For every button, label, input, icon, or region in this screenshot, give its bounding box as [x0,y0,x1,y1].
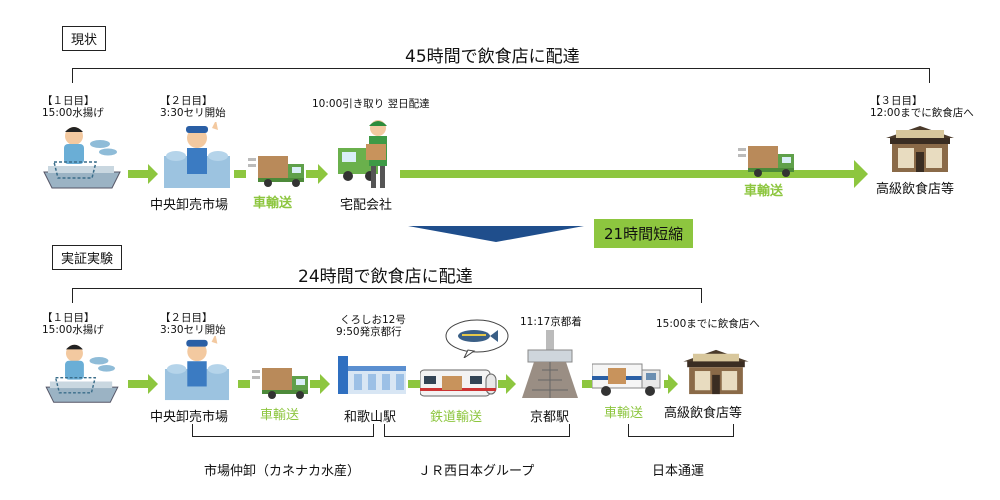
truck-icon [738,142,798,178]
current-title: 45時間で飲食店に配達 [405,47,580,67]
truck-icon [248,152,308,188]
reduction-badge: 21時間短縮 [594,219,694,248]
group-bracket-3 [628,424,734,437]
current-courier-label: 宅配会社 [340,198,393,213]
arrow-current-1 [128,170,150,178]
auctioneer-icon [162,122,232,190]
courier-icon [338,118,400,190]
arrow-trial-3-head [320,374,330,394]
current-truck1-label: 車輸送 [253,196,293,211]
reduction-arrow [408,226,584,242]
arrow-trial-3 [310,380,322,388]
station-icon [334,356,408,396]
current-tag: 現状 [62,26,107,51]
current-truck2-label: 車輸送 [744,184,784,199]
arrow-current-long [400,170,856,178]
group-label-3: 日本通運 [652,464,705,479]
arrow-trial-1-head [148,374,158,394]
trial-title: 24時間で飲食店に配達 [298,267,473,287]
arrow-trial-2 [238,380,250,388]
fish-bubble-icon [444,318,510,358]
arrow-trial-7-head [668,374,678,394]
train-icon [420,368,498,398]
arrow-trial-5 [498,380,508,388]
group-bracket-2 [384,424,570,437]
trial-bracket [72,288,702,303]
arrow-trial-4 [408,380,420,388]
group-label-1: 市場仲卸（カネナカ水産） [204,464,361,479]
fisherman-icon [42,340,122,406]
arrow-current-1-head [148,164,158,184]
restaurant-icon [884,124,956,174]
trial-truck1-label: 車輸送 [260,408,300,423]
trial-day1-time: 15:00水揚げ [42,324,104,336]
current-day1: 【１日目】 [42,95,95,107]
current-bracket [72,68,930,83]
trial-day2-time: 3:30セリ開始 [160,324,226,336]
fisherman-icon [42,122,122,192]
arrow-current-3 [306,170,320,178]
group-bracket-1 [192,424,374,437]
arrow-trial-1 [128,380,150,388]
trial-kyoto-label: 京都駅 [530,410,570,425]
trial-kyoto-arrival: 11:17京都着 [520,316,582,328]
truck-icon [252,364,312,400]
group-label-2: ＪＲ西日本グループ [418,464,535,479]
trial-restaurant-label: 高級飲食店等 [664,406,743,421]
trial-rail-label: 鉄道輸送 [430,410,483,425]
box-truck-icon [592,362,666,398]
current-market-label: 中央卸売市場 [150,198,229,213]
current-pickup: 10:00引き取り 翌日配達 [312,98,430,110]
arrow-trial-7 [664,380,670,388]
trial-wakayama-label: 和歌山駅 [344,410,397,425]
trial-train-name: くろしお12号 [340,314,406,326]
auctioneer-icon [162,336,232,402]
trial-day2: 【２日目】 [160,312,213,324]
arrow-current-3-head [318,164,328,184]
arrow-current-long-head [854,160,868,188]
trial-deliver-time: 15:00までに飲食店へ [656,318,760,330]
trial-train-time: 9:50発京都行 [336,326,402,338]
arrow-trial-5-head [506,374,516,394]
trial-market-label: 中央卸売市場 [150,410,229,425]
trial-day1: 【１日目】 [42,312,95,324]
trial-truck2-label: 車輸送 [604,406,644,421]
arrow-trial-6 [582,380,592,388]
current-day3: 【３日目】 [870,95,923,107]
current-day2-time: 3:30セリ開始 [160,107,226,119]
restaurant-icon [680,348,752,396]
current-restaurant-label: 高級飲食店等 [876,182,955,197]
kyoto-tower-icon [520,330,580,398]
trial-tag: 実証実験 [52,245,123,270]
arrow-current-2 [234,170,246,178]
current-day1-time: 15:00水揚げ [42,107,104,119]
current-day3-time: 12:00までに飲食店へ [870,107,974,119]
current-day2: 【２日目】 [160,95,213,107]
